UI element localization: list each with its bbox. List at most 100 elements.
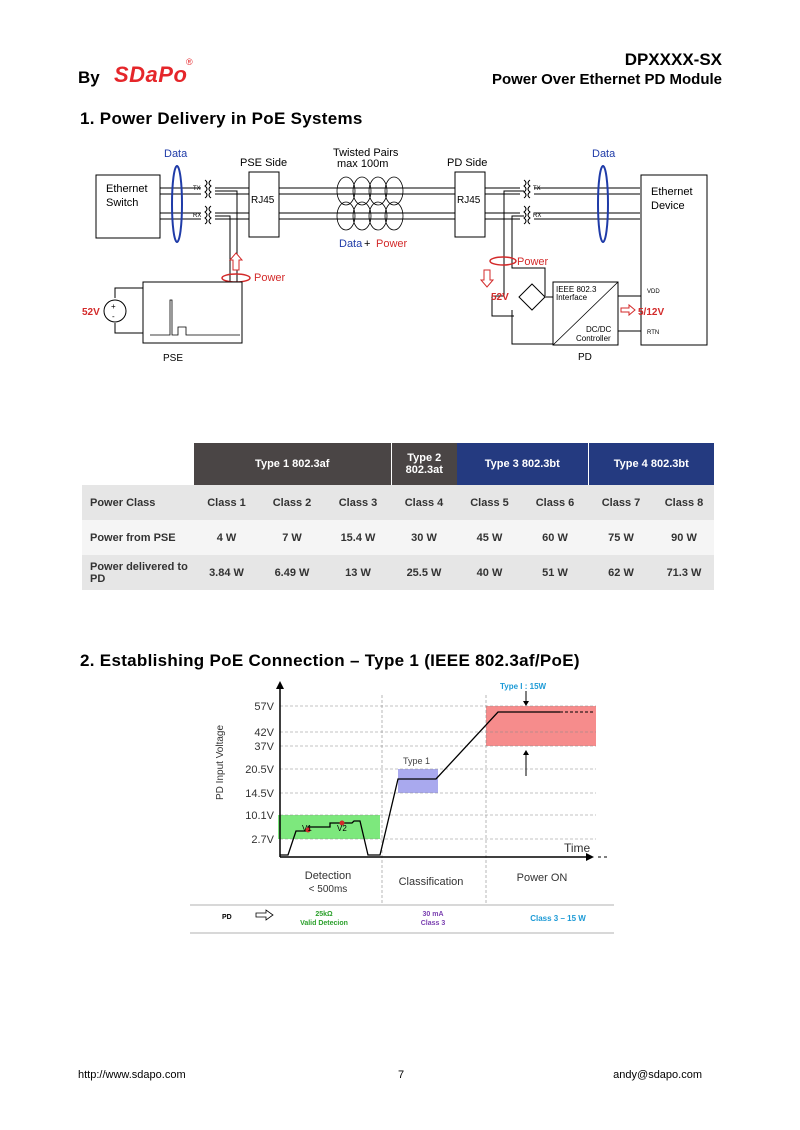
- brand-logo: SDaPo: [114, 62, 188, 87]
- y-tick-37: 37V: [254, 741, 274, 753]
- twisted-pairs: [336, 176, 404, 231]
- detect-info-1: 25kΩ: [315, 911, 333, 918]
- y-axis-label: PD Input Voltage: [215, 725, 226, 800]
- table-cell: Class 2: [272, 496, 312, 509]
- section-2-heading: 2. Establishing PoE Connection – Type 1 …: [80, 651, 580, 670]
- table-cell: 51 W: [542, 566, 568, 579]
- voltage-trace: [280, 711, 560, 856]
- y-tick-labels: 57V 42V 37V 20.5V 14.5V 10.1V 2.7V: [245, 701, 274, 846]
- table-cell: Class 7: [601, 496, 641, 509]
- phase-detection-sub: < 500ms: [309, 884, 348, 895]
- rj45-right: [454, 171, 486, 238]
- y-tick-10-1: 10.1V: [245, 810, 274, 822]
- header-type3: Type 3 802.3bt: [457, 443, 588, 485]
- header-type2-line1: Type 2: [407, 452, 442, 464]
- table-cell: 4 W: [216, 531, 237, 544]
- data-ellipse-right: [597, 165, 609, 243]
- y-tick-14-5: 14.5V: [245, 788, 274, 800]
- vdd-label: VDD: [647, 289, 660, 295]
- tx-label-right: TX: [533, 186, 541, 192]
- table-row: Power from PSE 4 W 7 W 15.4 W 30 W 45 W …: [82, 520, 714, 555]
- pse-side-label: PSE Side: [240, 157, 287, 169]
- table-cell: 13 W: [345, 566, 371, 579]
- footer-email[interactable]: andy@sdapo.com: [613, 1069, 702, 1081]
- twisted-pairs-label: Twisted Pairs: [333, 147, 399, 159]
- table-cell: 75 W: [608, 531, 634, 544]
- pse-box: [142, 281, 243, 344]
- classification-band: [398, 769, 438, 793]
- data-label-right: Data: [592, 148, 616, 160]
- power-up-arrow-icon: [228, 252, 244, 271]
- phase-power-on: Power ON: [517, 872, 568, 884]
- table-cell: Class 1: [207, 496, 246, 509]
- data-power-plus: +: [364, 238, 370, 250]
- document-subtitle: Power Over Ethernet PD Module: [491, 71, 722, 88]
- pd-side-label: PD Side: [447, 157, 487, 169]
- rx-label-right: RX: [533, 213, 541, 219]
- footer-url[interactable]: http://www.sdapo.com: [78, 1069, 186, 1081]
- row-label: Power from PSE: [90, 531, 176, 544]
- class-info-1: 30 mA: [422, 911, 443, 918]
- dc-source-icon: [103, 299, 127, 323]
- table-cell: 6.49 W: [274, 566, 310, 579]
- section-1-heading: 1. Power Delivery in PoE Systems: [80, 109, 363, 128]
- detect-info-2: Valid Detecion: [300, 920, 348, 927]
- table-cell: 62 W: [608, 566, 634, 579]
- table-cell: 60 W: [542, 531, 568, 544]
- table-cell: Class 3: [338, 496, 378, 509]
- row-label: Power Class: [90, 496, 156, 509]
- rj45-left: [248, 171, 280, 238]
- y-tick-57: 57V: [254, 701, 274, 713]
- table-cell: 90 W: [671, 531, 697, 544]
- power-down-arrow-icon: [479, 269, 495, 288]
- ethernet-switch-box: [95, 174, 161, 239]
- y-tick-2-7: 2.7V: [251, 834, 274, 846]
- table-cell: Class 5: [470, 496, 509, 509]
- output-voltage-label: 5/12V: [638, 307, 664, 318]
- registered-mark: ®: [186, 57, 193, 67]
- header-type1: Type 1 802.3af: [194, 443, 391, 485]
- power-label-left: Power: [254, 272, 286, 284]
- data-label-left: Data: [164, 148, 188, 160]
- pd-row-label: PD: [222, 914, 232, 921]
- v2-point: [339, 820, 345, 826]
- y-tick-20-5: 20.5V: [245, 764, 274, 776]
- table-cell: 7 W: [282, 531, 302, 544]
- twisted-max-label: max 100m: [337, 158, 388, 170]
- tx-label-left: TX: [193, 186, 201, 192]
- rj45-left-label: RJ45: [251, 195, 275, 206]
- svg-text:-: -: [112, 312, 115, 321]
- ieee-label-2: Interface: [556, 293, 588, 302]
- v2-label: V2: [337, 824, 347, 833]
- table-cell: 40 W: [476, 566, 503, 579]
- header-type4: Type 4 802.3bt: [587, 443, 714, 485]
- table-cell: 3.84 W: [209, 566, 244, 579]
- svg-text:+: +: [111, 302, 116, 311]
- table-row: Power Class Class 1 Class 2 Class 3 Clas…: [82, 485, 714, 520]
- table-cell: 45 W: [476, 531, 503, 544]
- header-type2-line2: 802.3at: [405, 464, 443, 476]
- table-cell: 25.5 W: [406, 566, 442, 579]
- by-label: By: [78, 68, 100, 87]
- v52-right: 52V: [491, 292, 509, 303]
- ethernet-device-box: [640, 174, 708, 346]
- device-label-2: Device: [651, 200, 685, 212]
- data-ellipse-left: [171, 165, 183, 243]
- rtn-label: RTN: [647, 330, 659, 336]
- rj45-right-label: RJ45: [457, 195, 481, 206]
- table-row: Power delivered to PD 3.84 W 6.49 W 13 W…: [82, 555, 714, 590]
- phase-detection: Detection: [305, 870, 351, 882]
- v52-left: 52V: [82, 307, 100, 318]
- table-cell: Class 4: [404, 496, 444, 509]
- page-number: 7: [398, 1069, 405, 1081]
- pd-label: PD: [578, 352, 592, 363]
- table-cell: 71.3 W: [666, 566, 702, 579]
- power-label-right: Power: [517, 256, 549, 268]
- row-label: Power delivered to PD: [90, 560, 188, 585]
- switch-label-1: Ethernet: [106, 183, 148, 195]
- power-ellipse-right: [489, 256, 517, 266]
- phase-classification: Classification: [399, 876, 464, 888]
- data-power-data: Data: [339, 238, 363, 250]
- table-cell: Class 6: [535, 496, 575, 509]
- type1-label: Type 1: [403, 756, 430, 766]
